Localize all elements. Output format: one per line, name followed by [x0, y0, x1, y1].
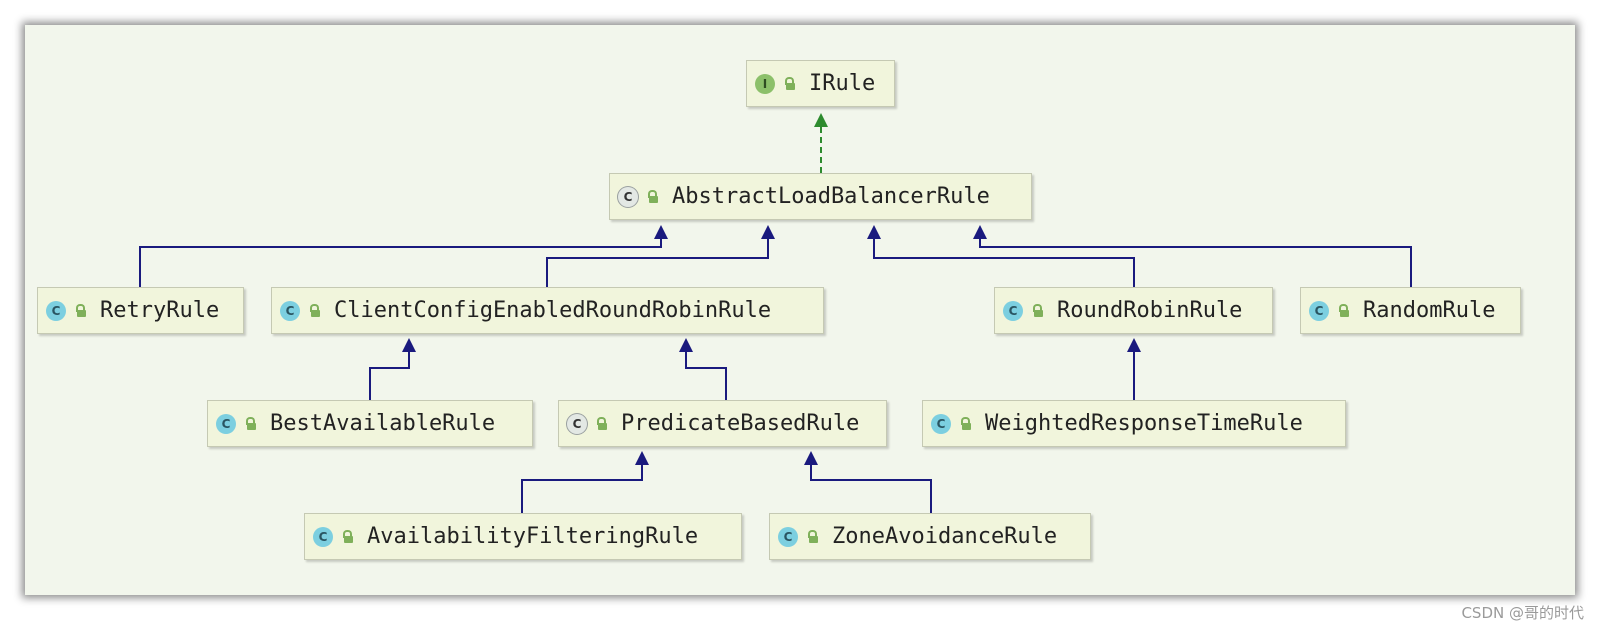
edge-wrt-to-rr	[1127, 338, 1141, 400]
edge-rr-to-alb	[867, 225, 1135, 287]
node-predicate-based-rule[interactable]: C PredicateBasedRule	[558, 400, 887, 447]
edge-afr-to-pbr	[521, 451, 649, 513]
node-round-robin-rule[interactable]: C RoundRobinRule	[994, 287, 1273, 334]
class-icon: C	[46, 300, 66, 321]
arrowhead	[761, 225, 775, 239]
node-label: WeightedResponseTimeRule	[985, 411, 1303, 436]
arrowhead	[1127, 338, 1141, 352]
node-label: IRule	[809, 71, 876, 96]
node-weighted-response-time-rule[interactable]: C WeightedResponseTimeRule	[922, 400, 1346, 447]
public-lock-icon	[342, 530, 353, 543]
node-label: BestAvailableRule	[270, 411, 496, 436]
node-best-available-rule[interactable]: C BestAvailableRule	[207, 400, 533, 447]
public-lock-icon	[1338, 304, 1349, 317]
public-lock-icon	[309, 304, 320, 317]
arrowhead	[654, 225, 668, 239]
class-icon: C	[1003, 300, 1023, 321]
public-lock-icon	[784, 77, 795, 90]
public-lock-icon	[596, 417, 607, 430]
node-retry-rule[interactable]: C RetryRule	[37, 287, 244, 334]
node-label: ClientConfigEnabledRoundRobinRule	[334, 298, 772, 323]
edge-ccerr-to-alb	[546, 225, 775, 287]
class-icon: C	[931, 413, 951, 434]
arrowhead	[973, 225, 987, 239]
arrowhead	[402, 338, 416, 352]
node-label: AbstractLoadBalancerRule	[672, 184, 990, 209]
class-icon: C	[313, 526, 333, 547]
arrowhead	[867, 225, 881, 239]
uml-class-diagram: I IRule C AbstractLoadBalancerRule C Ret…	[25, 25, 1575, 595]
class-icon: C	[280, 300, 300, 321]
public-lock-icon	[807, 530, 818, 543]
arrowhead	[679, 338, 693, 352]
interface-icon: I	[755, 73, 775, 94]
public-lock-icon	[1032, 304, 1043, 317]
edge-retry-to-alb	[139, 225, 668, 287]
public-lock-icon	[75, 304, 86, 317]
node-availability-filtering-rule[interactable]: C AvailabilityFilteringRule	[304, 513, 742, 560]
node-zone-avoidance-rule[interactable]: C ZoneAvoidanceRule	[769, 513, 1091, 560]
watermark: CSDN @哥的时代	[1461, 604, 1584, 622]
arrowhead	[635, 451, 649, 465]
node-label: ZoneAvoidanceRule	[832, 524, 1058, 549]
class-icon: C	[1309, 300, 1329, 321]
inheritance-edges	[139, 113, 1412, 513]
node-label: PredicateBasedRule	[621, 411, 860, 436]
public-lock-icon	[245, 417, 256, 430]
node-label: RetryRule	[100, 298, 220, 323]
public-lock-icon	[960, 417, 971, 430]
arrowhead	[814, 113, 828, 127]
abstract-class-icon: C	[618, 186, 638, 207]
edge-pbr-to-ccerr	[679, 338, 727, 400]
node-label: RoundRobinRule	[1057, 298, 1243, 323]
class-icon: C	[216, 413, 236, 434]
node-client-config-enabled-round-robin-rule[interactable]: C ClientConfigEnabledRoundRobinRule	[271, 287, 824, 334]
edge-best-to-ccerr	[369, 338, 416, 400]
node-label: AvailabilityFilteringRule	[367, 524, 699, 549]
abstract-class-icon: C	[567, 413, 587, 434]
node-label: RandomRule	[1363, 298, 1496, 323]
class-icon: C	[778, 526, 798, 547]
edge-random-to-alb	[973, 225, 1412, 287]
edge-zar-to-pbr	[804, 451, 932, 513]
node-abstract-load-balancer-rule[interactable]: C AbstractLoadBalancerRule	[609, 173, 1032, 220]
arrowhead	[804, 451, 818, 465]
public-lock-icon	[647, 190, 658, 203]
node-irule[interactable]: I IRule	[746, 60, 895, 107]
node-random-rule[interactable]: C RandomRule	[1300, 287, 1521, 334]
edge-alb-to-irule	[814, 113, 828, 173]
